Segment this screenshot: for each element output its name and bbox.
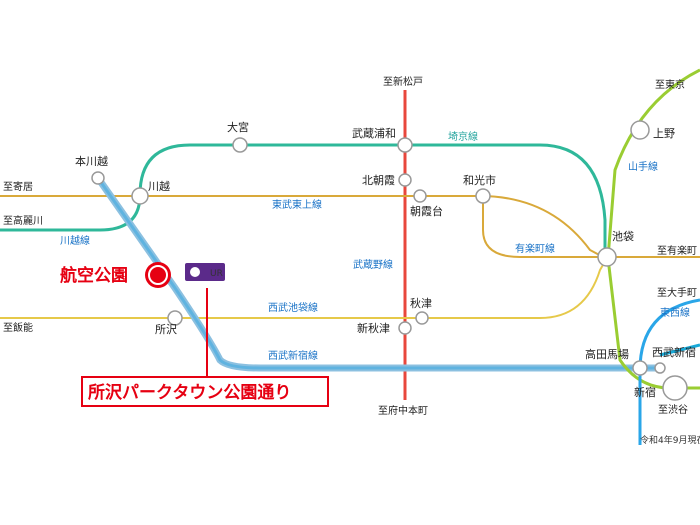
station-label-tokorozawa: 所沢 [155, 322, 177, 336]
direction-label-shin-matsudo: 至新松戸 [383, 75, 423, 88]
line-label-saikyo: 埼京線 [448, 130, 478, 143]
ur-logo-text: UR [210, 269, 223, 279]
station-marker-nishi-waseda[interactable] [654, 362, 666, 374]
direction-label-hanno: 至飯能 [3, 321, 33, 334]
subject-station-label: 航空公園 [60, 265, 128, 286]
station-marker-kita-asaka[interactable] [398, 173, 412, 187]
station-marker-asakadai[interactable] [413, 189, 427, 203]
station-label-akitsu: 秋津 [410, 296, 432, 310]
station-marker-musashi-urawa[interactable] [397, 137, 413, 153]
direction-label-shibuya: 至渋谷 [658, 403, 688, 416]
line-label-kawagoe: 川越線 [60, 234, 90, 247]
line-label-tozai: 東西線 [660, 306, 690, 319]
line-label-seibu-ikebukuro: 西武池袋線 [268, 301, 318, 314]
direction-label-yorii: 至寄居 [3, 180, 33, 193]
yamanote-line [606, 68, 700, 390]
direction-label-tokyo: 至東京 [655, 78, 685, 91]
station-marker-tokorozawa[interactable] [167, 310, 183, 326]
station-marker-shinjuku[interactable] [662, 375, 688, 401]
station-marker-ueno[interactable] [630, 120, 650, 140]
station-label-wakoshi: 和光市 [463, 173, 496, 187]
ur-logo: UR [185, 263, 225, 281]
subject-station-ring [148, 265, 168, 285]
station-marker-akitsu[interactable] [415, 311, 429, 325]
date-note: 令和4年9月現在 [640, 434, 700, 446]
station-label-shinjuku: 新宿 [634, 385, 656, 399]
line-label-musashino: 武蔵野線 [353, 258, 393, 271]
line-label-tobu-tojo: 東武東上線 [272, 198, 322, 211]
line-label-seibu-shinjuku: 西武新宿線 [268, 349, 318, 362]
direction-label-fuchu-hommachi: 至府中本町 [378, 404, 428, 417]
direction-label-komagawa: 至高麗川 [3, 214, 43, 227]
yurakucho-line [482, 196, 700, 258]
saikyo-line [138, 143, 607, 255]
station-label-kita-asaka: 北朝霞 [362, 174, 395, 187]
direction-label-otemachi: 至大手町 [657, 286, 697, 299]
sign-label: 所沢パークタウン公園通り [88, 382, 291, 403]
station-label-nishi-waseda: 西武新宿 [652, 345, 696, 359]
line-label-yamanote: 山手線 [628, 160, 658, 173]
station-marker-shin-akitsu[interactable] [398, 321, 412, 335]
seibu-shinjuku-line [95, 175, 660, 372]
station-marker-wakoshi[interactable] [475, 188, 491, 204]
station-label-hon-kawagoe: 本川越 [75, 154, 108, 168]
station-marker-kawagoe[interactable] [131, 187, 149, 205]
keihin-line [638, 298, 700, 445]
station-label-ueno: 上野 [653, 127, 675, 140]
station-label-asakadai: 朝霞台 [410, 204, 443, 218]
seibu-shinjuku-line-core [96, 177, 660, 370]
station-marker-omiya[interactable] [232, 137, 248, 153]
callout-pointer [206, 288, 212, 379]
line-label-yurakucho: 有楽町線 [515, 242, 555, 255]
station-marker-hon-kawagoe[interactable] [91, 171, 105, 185]
station-label-kawagoe: 川越 [148, 179, 170, 193]
station-label-ikebukuro: 池袋 [612, 229, 634, 243]
direction-label-yurakucho-dir: 至有楽町 [657, 244, 697, 257]
tozai-line [659, 343, 700, 357]
station-label-takadanobaba: 高田馬場 [585, 347, 629, 361]
station-label-musashi-urawa: 武蔵浦和 [352, 127, 396, 140]
seibu-ikebukuro-line [0, 257, 608, 319]
sign-box [81, 376, 329, 407]
station-marker-ikebukuro[interactable] [597, 247, 617, 267]
station-label-omiya: 大宮 [227, 120, 249, 134]
station-label-shin-akitsu: 新秋津 [357, 321, 390, 335]
station-marker-takadanobaba[interactable] [632, 360, 648, 376]
